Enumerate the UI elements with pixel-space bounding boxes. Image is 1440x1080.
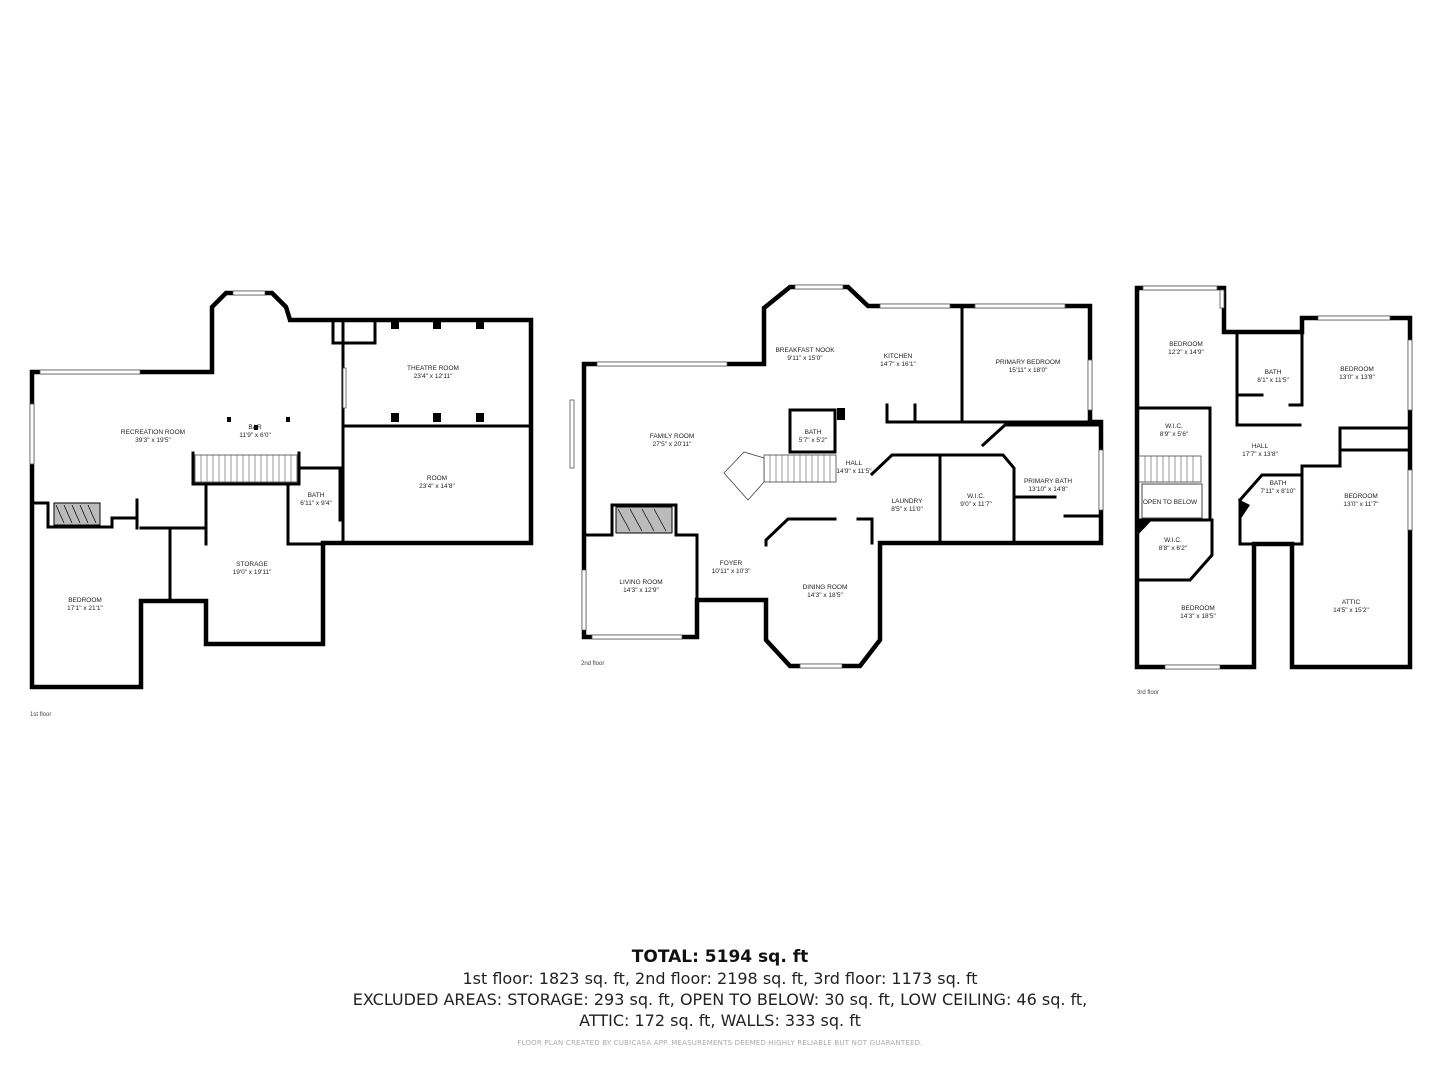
room-dims: 27'5" x 20'11" xyxy=(653,441,692,448)
disclaimer: FLOOR PLAN CREATED BY CUBICASA APP. MEAS… xyxy=(517,1039,923,1047)
room-name: FOYER xyxy=(720,560,743,567)
room-name: BATH xyxy=(1265,369,1282,376)
room-name: BREAKFAST NOOK xyxy=(775,347,835,354)
room-dims: 23'4" x 14'8" xyxy=(419,483,455,490)
room-dims: 14'3" x 18'5" xyxy=(1180,613,1216,620)
total-area: TOTAL: 5194 sq. ft xyxy=(631,947,809,967)
room-dims: 14'3" x 18'5" xyxy=(807,592,843,599)
room-name: BATH xyxy=(805,429,822,436)
floor-label: 3rd floor xyxy=(1137,690,1159,696)
room-name: BATH xyxy=(1270,480,1287,487)
room-dims: 13'10" x 14'8" xyxy=(1028,486,1068,493)
room-dims: 8'9" x 5'6" xyxy=(1160,431,1189,438)
room-name: PRIMARY BEDROOM xyxy=(996,359,1061,366)
room-dims: 8'5" x 11'0" xyxy=(891,506,923,513)
room-dims: 9'11" x 15'0" xyxy=(787,355,823,362)
area-summary: TOTAL: 5194 sq. ft 1st floor: 1823 sq. f… xyxy=(0,946,1440,1047)
room-name: STORAGE xyxy=(236,561,268,568)
room-name: RECREATION ROOM xyxy=(121,429,185,436)
room-name: KITCHEN xyxy=(884,353,913,360)
room-name: HALL xyxy=(1252,443,1269,450)
room-dims: 6'11" x 9'4" xyxy=(300,500,332,507)
room-name: W.I.C. xyxy=(1165,423,1183,430)
room-dims: 13'0" x 11'7" xyxy=(1343,501,1379,508)
room-name: BEDROOM xyxy=(1344,493,1378,500)
room-dims: 14'9" x 11'5" xyxy=(836,468,872,475)
room-dims: 8'1" x 11'5" xyxy=(1257,377,1289,384)
room-name: FAMILY ROOM xyxy=(650,433,695,440)
room-dims: 10'11" x 10'3" xyxy=(712,568,751,575)
excluded-areas-cont: ATTIC: 172 sq. ft, WALLS: 333 sq. ft xyxy=(579,1011,861,1030)
room-dims: 11'9" x 6'0" xyxy=(239,432,271,439)
room-name: BEDROOM xyxy=(1340,366,1374,373)
room-name: OPEN TO BELOW xyxy=(1143,499,1198,506)
floor-areas: 1st floor: 1823 sq. ft, 2nd floor: 2198 … xyxy=(462,969,978,988)
floor-3 xyxy=(1134,285,1413,670)
room-dims: 19'0" x 19'11" xyxy=(233,569,272,576)
room-name: ROOM xyxy=(427,475,447,482)
room-dims: 14'3" x 12'9" xyxy=(623,587,659,594)
room-dims: 14'5" x 15'2" xyxy=(1333,607,1369,614)
room-name: ATTIC xyxy=(1342,599,1361,606)
room-name: THEATRE ROOM xyxy=(407,365,459,372)
room-dims: 12'2" x 14'9" xyxy=(1168,349,1204,356)
room-dims: 13'0" x 13'8" xyxy=(1339,374,1375,381)
room-name: W.I.C. xyxy=(967,493,985,500)
room-dims: 15'11" x 18'0" xyxy=(1009,367,1048,374)
floor-label: 1st floor xyxy=(30,712,51,718)
room-dims: 14'7" x 16'1" xyxy=(880,361,916,368)
floor-1 xyxy=(29,290,534,690)
room-dims: 39'3" x 19'5" xyxy=(135,437,171,444)
room-dims: 8'8" x 6'2" xyxy=(1159,545,1188,552)
room-dims: 17'1" x 21'1" xyxy=(67,605,103,612)
room-name: LIVING ROOM xyxy=(619,579,662,586)
room-name: BEDROOM xyxy=(1169,341,1203,348)
room-name: BATH xyxy=(308,492,325,499)
room-name: BAR xyxy=(248,424,262,431)
room-dims: 9'0" x 11'7" xyxy=(960,501,992,508)
room-name: HALL xyxy=(846,460,863,467)
room-dims: 17'7" x 13'8" xyxy=(1242,451,1278,458)
room-name: DINING ROOM xyxy=(803,584,848,591)
excluded-areas: EXCLUDED AREAS: STORAGE: 293 sq. ft, OPE… xyxy=(352,990,1088,1009)
room-name: BEDROOM xyxy=(68,597,102,604)
room-name: LAUNDRY xyxy=(892,498,924,505)
room-name: PRIMARY BATH xyxy=(1024,478,1072,485)
floor-label: 2nd floor xyxy=(581,661,604,667)
room-name: W.I.C. xyxy=(1164,537,1182,544)
floor-2 xyxy=(569,284,1104,669)
room-name: BEDROOM xyxy=(1181,605,1215,612)
room-dims: 23'4" x 12'11" xyxy=(414,373,453,380)
room-dims: 7'11" x 8'10" xyxy=(1260,488,1296,495)
room-dims: 5'7" x 5'2" xyxy=(799,437,828,444)
